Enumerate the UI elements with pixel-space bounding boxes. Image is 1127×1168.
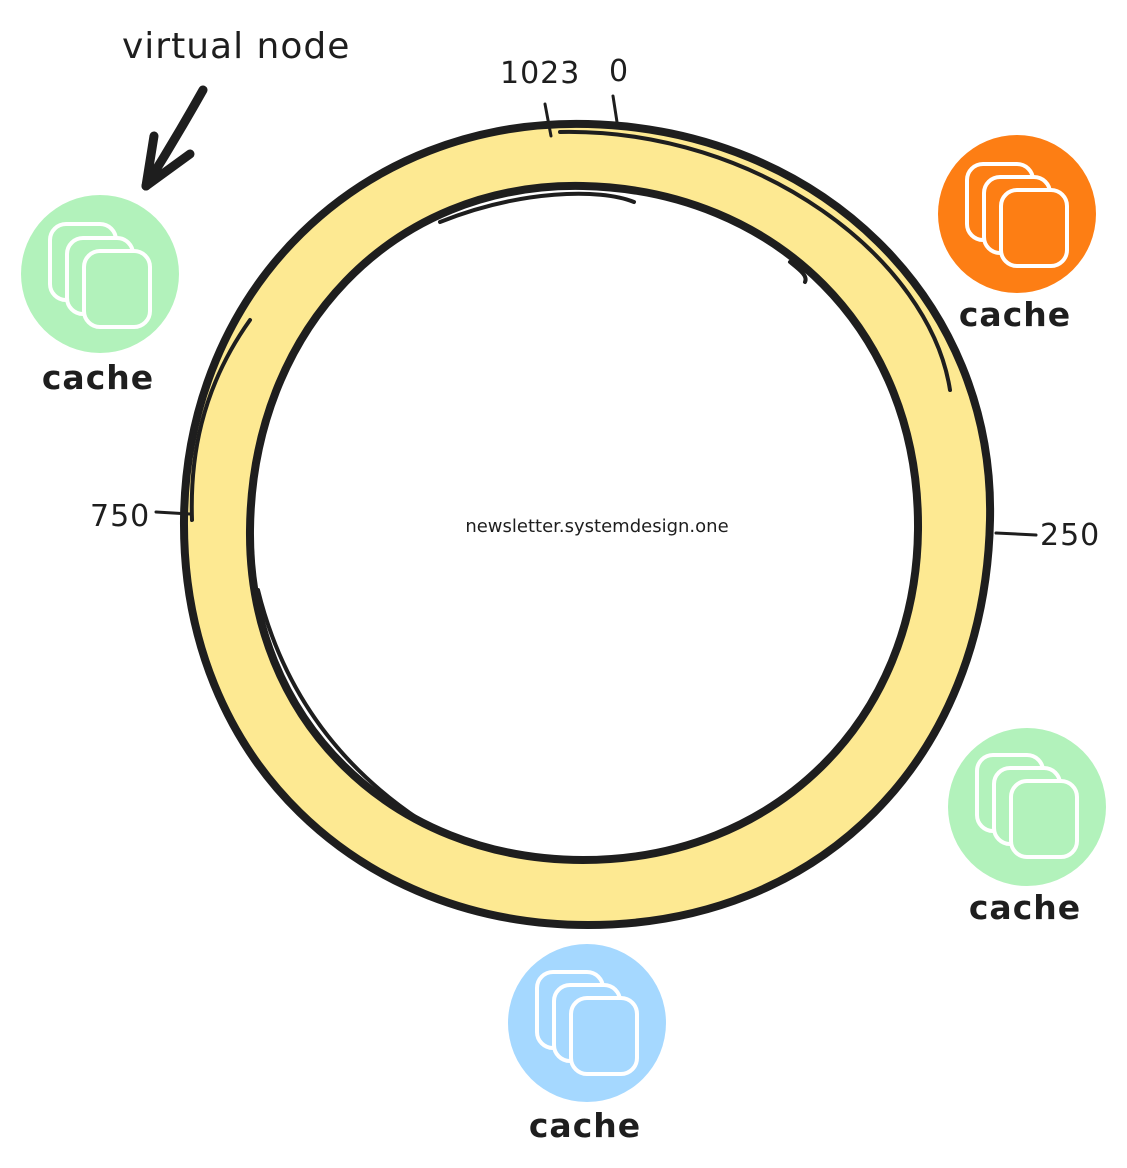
stacked-pages-icon — [535, 970, 639, 1076]
stacked-pages-icon — [975, 753, 1079, 859]
ring-center-label: newsletter.systemdesign.one — [465, 516, 728, 537]
cache-node-top-right: cache — [938, 135, 1096, 334]
tick-label-1023: 1023 — [500, 56, 580, 91]
cache-node-bottom: cache — [508, 944, 666, 1145]
tick-mark-1023 — [543, 102, 553, 138]
tick-label-250: 250 — [1040, 518, 1100, 553]
stacked-pages-icon — [48, 222, 152, 329]
annotation-arrow-icon — [141, 85, 208, 191]
tick-label-0: 0 — [609, 54, 629, 89]
cache-label: cache — [529, 1106, 641, 1145]
cache-label: cache — [959, 295, 1071, 334]
cache-label: cache — [42, 358, 154, 397]
hash-ring: 1023 0 250 750 newsletter.systemdesign.o… — [90, 54, 1100, 930]
tick-mark-0 — [611, 94, 619, 124]
cache-node-bottom-right: cache — [948, 728, 1106, 927]
cache-label: cache — [969, 888, 1081, 927]
stacked-pages-icon — [965, 162, 1069, 268]
tick-mark-250 — [994, 531, 1038, 537]
virtual-node-annotation: virtual node — [122, 26, 350, 67]
cache-node-top-left: cache — [21, 195, 179, 397]
tick-label-750: 750 — [90, 499, 150, 534]
tick-mark-750 — [154, 510, 192, 516]
